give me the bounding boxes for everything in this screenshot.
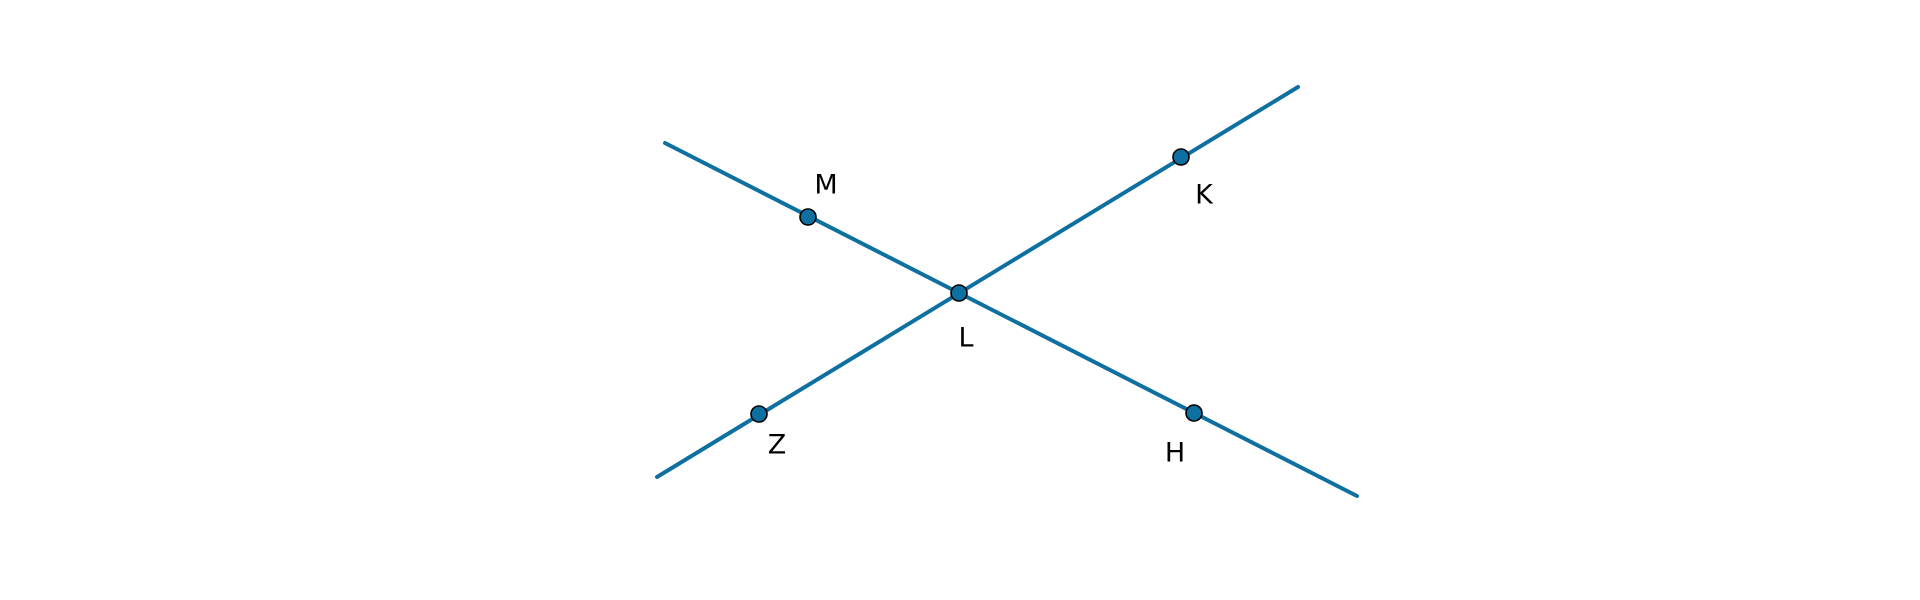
point-H [1185, 404, 1203, 422]
point-label-H: H [1165, 438, 1185, 469]
lines-layer [655, 85, 1359, 498]
points-layer [750, 148, 1203, 423]
point-label-M: M [814, 170, 837, 201]
point-Z [750, 405, 768, 423]
labels-layer: M K L Z H [768, 170, 1214, 469]
line-MH [663, 141, 1359, 498]
point-label-K: K [1195, 180, 1214, 211]
point-label-Z: Z [768, 430, 787, 461]
point-L [950, 284, 968, 302]
point-M [799, 208, 817, 226]
point-K [1172, 148, 1190, 166]
point-label-L: L [958, 323, 973, 354]
